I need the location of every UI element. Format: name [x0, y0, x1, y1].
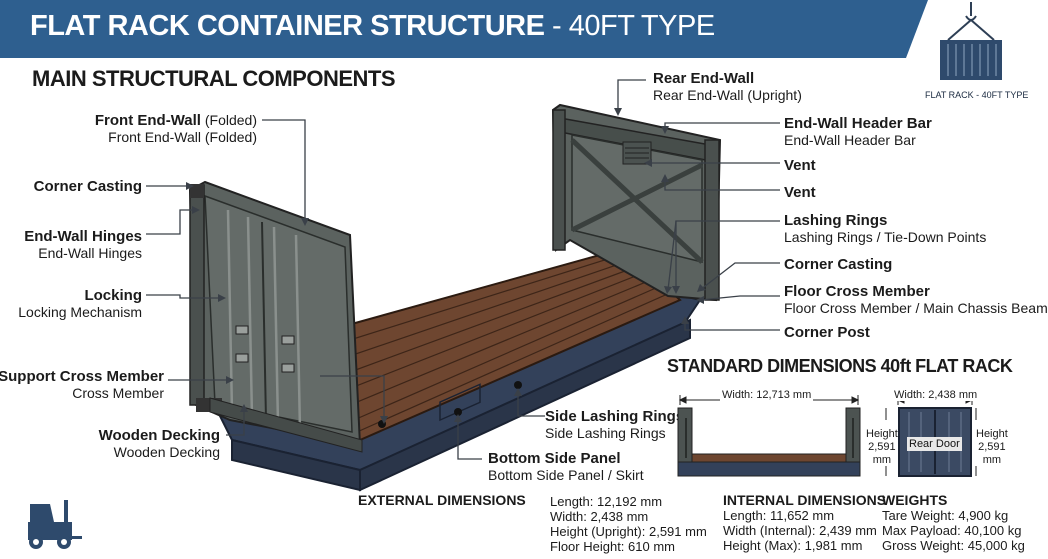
internal-length: Length: 11,652 mm — [723, 508, 835, 523]
side-height-value: 2,591 — [868, 441, 896, 453]
tare-weight: Tare Weight: 4,900 kg — [882, 508, 1009, 523]
external-dimensions-heading: EXTERNAL DIMENSIONS — [358, 492, 526, 508]
label-rear-end-wall: Rear End-Wall Rear End-Wall (Upright) — [653, 70, 802, 104]
title-sub: - 40FT TYPE — [544, 10, 715, 42]
dimensions-heading: STANDARD DIMENSIONS 40ft FLAT RACK — [667, 356, 1013, 376]
side-lashing-rings-desc: Side Lashing Rings — [545, 425, 666, 441]
external-floor-height: Floor Height: 610 mm — [550, 539, 675, 554]
gross-weight: Gross Weight: 45,000 kg — [882, 538, 1025, 553]
corner-casting-left-title: Corner Casting — [33, 178, 142, 195]
front-end-wall-desc: Front End-Wall (Folded) — [108, 129, 257, 145]
label-header-bar: End-Wall Header Bar End-Wall Header Bar — [784, 115, 932, 149]
external-dimensions-list: Length: 12,192 mm Width: 2,438 mm Height… — [550, 494, 707, 554]
label-corner-casting-right: Corner Casting — [784, 256, 892, 273]
bottom-side-panel-desc: Bottom Side Panel / Skirt — [488, 467, 644, 483]
badge-label: FLAT RACK - 40FT TYPE — [925, 90, 1029, 100]
vent-2-title: Vent — [784, 184, 816, 201]
end-height-unit: mm — [982, 454, 1002, 466]
corner-casting-right-title: Corner Casting — [784, 256, 893, 273]
end-view-door-label: Rear Door — [907, 437, 962, 451]
label-corner-casting-left: Corner Casting — [34, 178, 142, 195]
support-cross-member-title: Support Cross Member — [0, 368, 164, 385]
wooden-decking-desc: Wooden Decking — [113, 444, 220, 460]
side-height-unit: mm — [872, 454, 892, 466]
side-view-width: Width: 12,713 mm — [720, 389, 814, 401]
label-floor-cross-member: Floor Cross Member Floor Cross Member / … — [784, 283, 1048, 317]
corner-post-title: Corner Post — [784, 324, 870, 341]
weights-list: Tare Weight: 4,900 kg Max Payload: 40,10… — [882, 508, 1025, 553]
front-end-wall-title: Front End-Wall — [94, 112, 201, 129]
forklift-icon — [28, 500, 82, 549]
side-lashing-rings-title: Side Lashing Rings — [545, 408, 685, 425]
end-height-word: Height — [976, 428, 1008, 440]
header-bar-desc: End-Wall Header Bar — [784, 132, 916, 148]
max-payload: Max Payload: 40,100 kg — [882, 523, 1022, 538]
locking-desc: Locking Mechanism — [18, 304, 142, 320]
wooden-decking-title: Wooden Decking — [98, 427, 220, 444]
support-cross-member-desc: Cross Member — [72, 385, 164, 401]
page-title: FLAT RACK CONTAINER STRUCTURE - 40FT TYP… — [30, 10, 715, 43]
label-bottom-side-panel: Bottom Side Panel Bottom Side Panel / Sk… — [488, 450, 644, 484]
external-height: Height (Upright): 2,591 mm — [550, 524, 707, 539]
header-bar-title: End-Wall Header Bar — [784, 115, 932, 132]
label-side-lashing-rings: Side Lashing Rings Side Lashing Rings — [545, 408, 684, 442]
end-height-value: 2,591 — [978, 441, 1006, 453]
weights-heading: WEIGHTS — [882, 492, 948, 508]
label-support-cross-member: Support Cross Member Cross Member — [0, 368, 164, 402]
internal-height: Height (Max): 1,981 mm — [723, 538, 863, 553]
main-components-heading: MAIN STRUCTURAL COMPONENTS — [32, 66, 396, 91]
label-wooden-decking: Wooden Decking Wooden Decking — [99, 427, 220, 461]
rear-end-wall-title: Rear End-Wall — [653, 70, 755, 87]
floor-cross-member-title: Floor Cross Member — [784, 283, 930, 300]
end-wall-hinges-title: End-Wall Hinges — [24, 228, 142, 245]
label-lashing-rings: Lashing Rings Lashing Rings / Tie-Down P… — [784, 212, 986, 246]
external-width: Width: 2,438 mm — [550, 509, 649, 524]
label-vent-1: Vent — [784, 157, 816, 174]
rear-end-wall-desc: Rear End-Wall (Upright) — [653, 87, 802, 103]
title-banner — [0, 0, 928, 58]
vent-1-title: Vent — [784, 157, 816, 174]
label-locking: Locking Locking Mechanism — [18, 287, 142, 321]
label-front-end-wall: Front End-Wall (Folded) Front End-Wall (… — [95, 112, 257, 146]
internal-dimensions-list: Length: 11,652 mm Width (Internal): 2,43… — [723, 508, 877, 553]
end-wall-hinges-desc: End-Wall Hinges — [38, 245, 142, 261]
lashing-rings-desc: Lashing Rings / Tie-Down Points — [784, 229, 987, 245]
internal-dimensions-heading: INTERNAL DIMENSIONS — [723, 492, 887, 508]
bottom-side-panel-title: Bottom Side Panel — [488, 450, 621, 467]
internal-width: Width (Internal): 2,439 mm — [723, 523, 877, 538]
side-height-word: Height — [866, 428, 898, 440]
floor-cross-member-desc: Floor Cross Member / Main Chassis Beam — [784, 300, 1048, 316]
label-corner-post: Corner Post — [784, 324, 870, 341]
label-vent-2: Vent — [784, 184, 816, 201]
external-length: Length: 12,192 mm — [550, 494, 663, 509]
title-main: FLAT RACK CONTAINER STRUCTURE — [30, 10, 545, 42]
locking-title: Locking — [84, 287, 142, 304]
front-end-wall-note: (Folded) — [200, 112, 257, 128]
end-view-height: Height 2,591 mm — [976, 428, 1008, 467]
label-end-wall-hinges: End-Wall Hinges End-Wall Hinges — [24, 228, 142, 262]
lashing-rings-title: Lashing Rings — [784, 212, 888, 229]
end-view-width: Width: 2,438 mm — [892, 389, 980, 401]
side-view-height: Height 2,591 mm — [866, 428, 898, 467]
